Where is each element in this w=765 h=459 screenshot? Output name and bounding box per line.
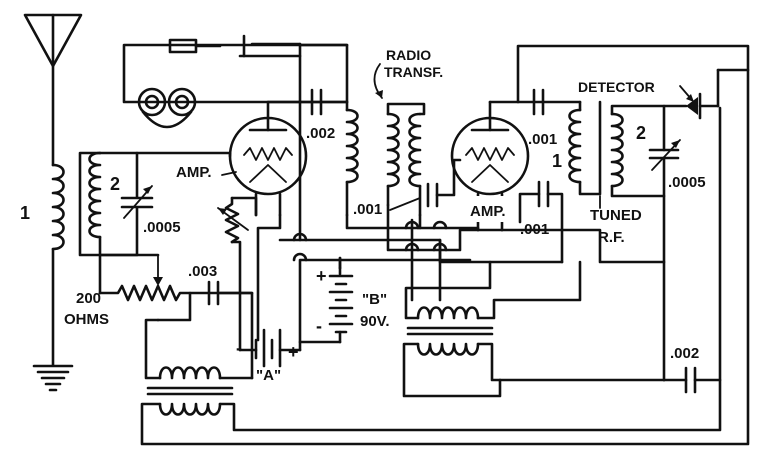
b-battery-label-line1: "B" [362, 291, 387, 308]
tuned-rf-label-line2: R.F. [598, 229, 625, 246]
rf-transformer-primary-icon [568, 108, 582, 184]
antenna-coil-number: 1 [20, 203, 30, 223]
detector-condenser-value: .0005 [668, 174, 706, 191]
antenna-icon [23, 13, 83, 167]
a-battery-label: "A" [256, 367, 281, 384]
b-battery-icon [298, 266, 354, 344]
phone-plug-icon [168, 38, 222, 54]
grid-condenser-value: .003 [188, 263, 217, 280]
a-battery-plus: + [288, 342, 299, 362]
amplifier-2-grid-condenser-icon [426, 182, 439, 208]
amplifier-2-grid-condenser-value: .001 [353, 201, 382, 218]
radio-transformer-label-line2: TRANSF. [384, 64, 443, 80]
amplifier-2-bypass-condenser-icon [537, 180, 550, 208]
ground-icon [32, 364, 74, 392]
a-battery-minus: - [236, 338, 242, 358]
headphones-icon [122, 43, 349, 129]
amplifier-2-plate-condenser-icon [532, 88, 545, 116]
input-variable-condenser-icon [120, 185, 154, 219]
output-condenser-icon [684, 366, 697, 394]
a-battery-icon [238, 328, 302, 368]
input-coil-icon [88, 151, 102, 239]
amplifier-2-plate-condenser-value: .001 [528, 131, 557, 148]
crystal-detector-icon [679, 85, 720, 120]
rf-coil-secondary-number: 2 [636, 123, 646, 143]
radio-transformer-icon [386, 112, 422, 188]
amplifier-1-label: AMP. [176, 164, 212, 181]
potentiometer-value-line2: OHMS [64, 311, 109, 328]
output-condenser-value: .002 [670, 345, 699, 362]
radio-transformer-label-line1: RADIO [386, 47, 431, 63]
rf-coil-primary-number: 1 [552, 151, 562, 171]
detector-label: DETECTOR [578, 79, 655, 95]
antenna-coil-icon [51, 163, 65, 251]
amplifier-2-label: AMP. [470, 203, 506, 220]
amplifier-tube-1-icon [228, 116, 308, 217]
b-battery-plus: + [316, 266, 327, 286]
input-coil-number: 2 [110, 174, 120, 194]
potentiometer-value-line1: 200 [76, 290, 101, 307]
rf-transformer-secondary-icon [610, 112, 624, 188]
audio-transformer-1-icon [146, 366, 234, 416]
phone-jack-icon [238, 34, 349, 104]
amplifier-1-plate-condenser-value: .002 [306, 125, 335, 142]
rheostat-icon [217, 196, 249, 244]
input-condenser-value: .0005 [143, 219, 181, 236]
b-battery-minus: - [316, 316, 322, 336]
amplifier-1-plate-condenser-icon [310, 88, 323, 116]
amplifier-1-plate-coil-icon [345, 108, 359, 184]
b-battery-label-line2: 90V. [360, 313, 389, 330]
audio-transformer-2-icon [406, 306, 494, 356]
tuned-rf-label-line1: TUNED [590, 207, 642, 224]
grid-condenser-icon [207, 280, 220, 306]
